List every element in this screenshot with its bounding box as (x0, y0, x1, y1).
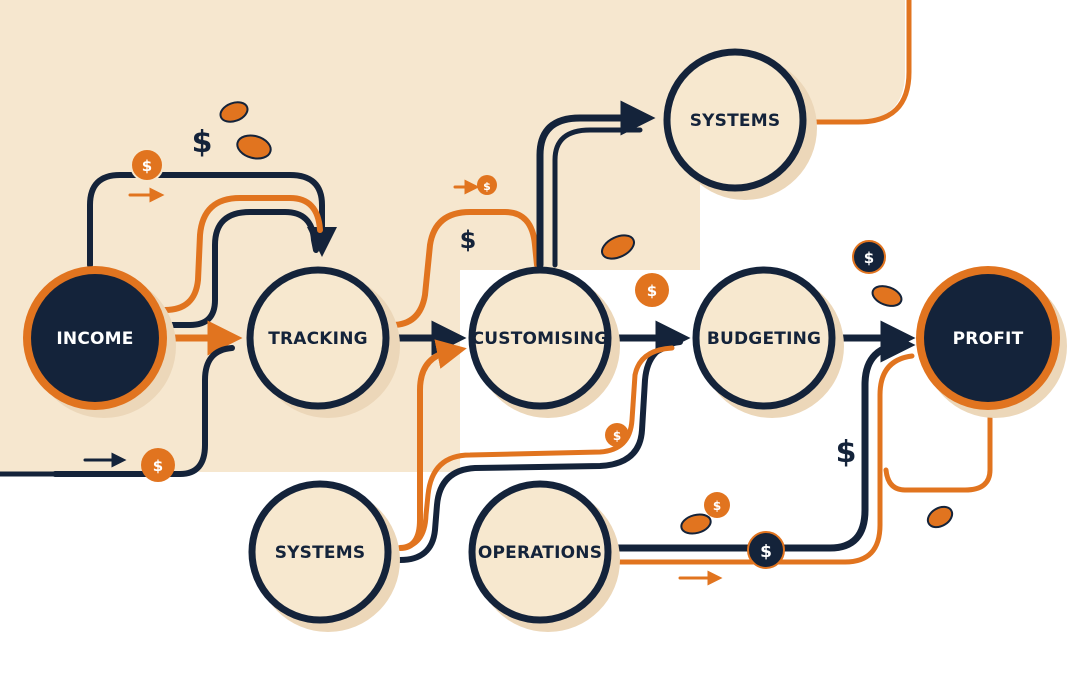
dollar-sign-icon: $ (153, 457, 163, 475)
dollar-coin-icon: $ (477, 175, 497, 195)
node-operations-label: OPERATIONS (478, 543, 602, 563)
dollar-coin-icon: $ (141, 448, 175, 482)
connector-operations-profit (608, 327, 916, 552)
connector-customising-systems (536, 100, 656, 269)
coin-stack-icon (219, 101, 954, 535)
dollar-sign-icon: $ (192, 125, 213, 160)
dollar-coin-icon: $ (704, 492, 730, 518)
dollar-coin-icon: $ (635, 273, 669, 307)
node-income-label: INCOME (56, 329, 133, 349)
dollar-coin-icon: $ (852, 240, 886, 274)
node-profit[interactable]: PROFIT (916, 266, 1060, 410)
dollar-sign-icon: $ (142, 157, 152, 175)
node-budgeting[interactable]: BUDGETING (692, 266, 836, 410)
node-customising[interactable]: CUSTOMISING (468, 266, 612, 410)
dollar-coin-icon: $ (130, 148, 164, 182)
connector-orange-hump (389, 209, 540, 328)
decorations: $ $ $ $ $ $ $ $ (130, 101, 954, 569)
connectors (52, 100, 993, 586)
connector-profit-out (883, 402, 993, 493)
node-operations[interactable]: OPERATIONS (468, 480, 612, 624)
node-tracking-label: TRACKING (268, 329, 368, 349)
node-profit-label: PROFIT (953, 329, 1024, 349)
node-customising-label: CUSTOMISING (472, 329, 609, 349)
node-systems-top[interactable]: SYSTEMS (663, 48, 807, 192)
connector-orange-loop (162, 195, 323, 313)
connector-customising-systems-inner (552, 127, 643, 268)
panel-edge-orange (810, 0, 912, 125)
connector-navy-loop (162, 209, 319, 328)
dollar-coin-icon: $ (605, 423, 629, 447)
node-systems-top-label: SYSTEMS (690, 111, 781, 131)
node-tracking[interactable]: TRACKING (246, 266, 390, 410)
dollar-sign-icon: $ (613, 429, 621, 443)
node-budgeting-label: BUDGETING (707, 329, 821, 349)
dollar-sign-icon: $ (713, 499, 721, 513)
connector-feed-tracking (52, 345, 235, 477)
dollar-sign-icon: $ (760, 542, 772, 562)
connector-systems-budgeting-orange (397, 345, 675, 551)
dollar-sign-icon: $ (836, 435, 857, 470)
dollar-coin-icon: $ (747, 531, 785, 569)
nodes: INCOME TRACKING CUSTOMISING BUDGETING PR… (23, 48, 1067, 632)
node-income[interactable]: INCOME (23, 266, 167, 410)
dollar-sign-icon: $ (460, 226, 477, 254)
connector-income-tracking-top (87, 172, 337, 268)
node-systems-bottom[interactable]: SYSTEMS (248, 480, 392, 624)
connector-operations-profit-orange (609, 353, 915, 565)
node-systems-bottom-label: SYSTEMS (275, 543, 366, 563)
connector-systems-budgeting (397, 339, 683, 563)
dollar-sign-icon: $ (483, 180, 491, 193)
dollar-sign-icon: $ (864, 249, 874, 267)
dollar-sign-icon: $ (647, 282, 657, 300)
